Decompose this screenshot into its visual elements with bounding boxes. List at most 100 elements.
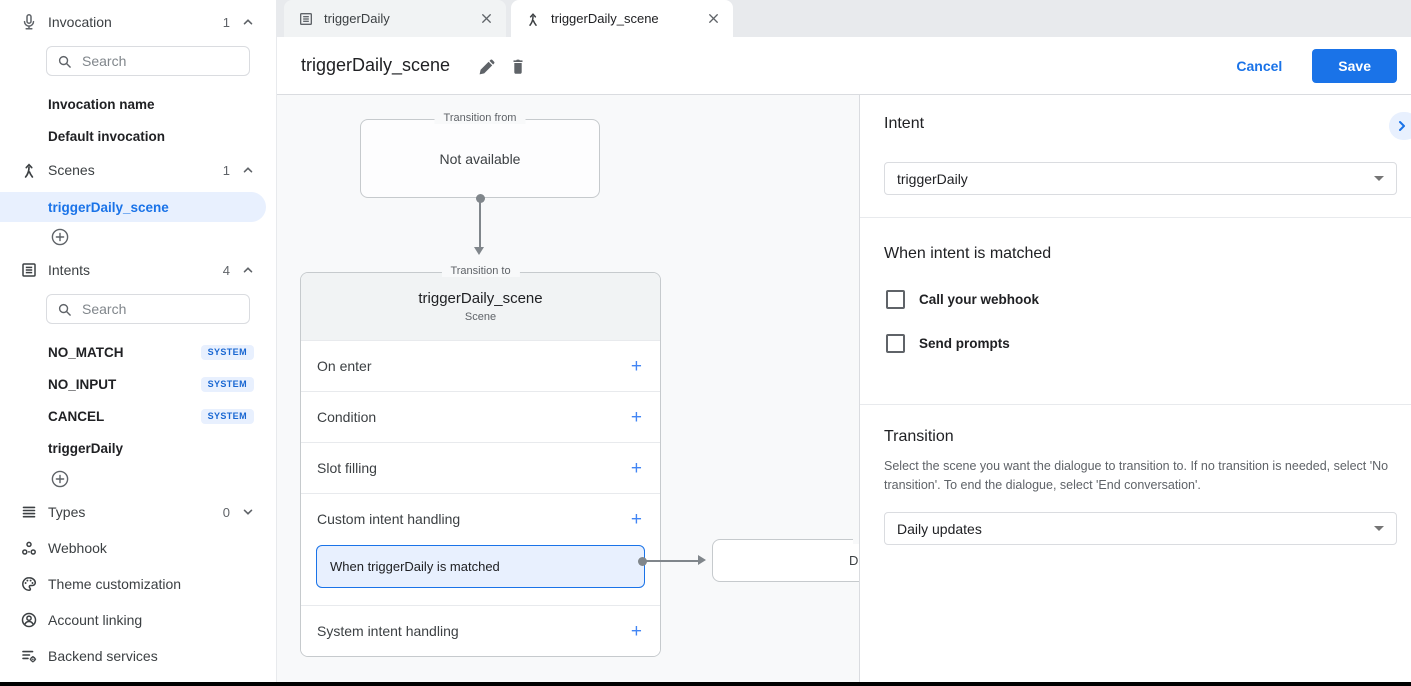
scene-row-slot-filling[interactable]: Slot filling + [301,442,660,493]
add-scene-button[interactable] [0,222,276,252]
search-icon [57,302,72,317]
connector-dot [476,194,485,203]
sidebar-item-triggerdaily-scene[interactable]: triggerDaily_scene [0,192,266,222]
call-webhook-checkbox[interactable] [886,290,905,309]
intent-heading: Intent [884,115,925,132]
sidebar-section-scenes[interactable]: Scenes 1 [0,152,276,188]
tab-triggerdaily-scene[interactable]: triggerDaily_scene [511,0,733,37]
scene-row-custom-intent-handling[interactable]: Custom intent handling + [301,493,660,544]
sidebar-item-theme-customization[interactable]: Theme customization [0,566,276,602]
transition-from-label: Transition from [434,112,526,124]
add-condition-button[interactable]: + [630,406,642,428]
intent-select-value: triggerDaily [897,170,968,187]
section-count: 0 [222,504,230,520]
scene-row-system-intent-handling[interactable]: System intent handling + [301,605,660,656]
sidebar-item-no-input[interactable]: NO_INPUT SYSTEM [0,368,276,400]
transition-select[interactable]: Daily updates [884,512,1397,545]
chevron-up-icon[interactable] [242,16,254,28]
section-label: Scenes [48,162,95,178]
chevron-up-icon[interactable] [242,164,254,176]
scene-node-header[interactable]: triggerDaily_scene Scene [301,273,660,340]
intents-icon [20,261,38,279]
delete-icon[interactable] [502,50,534,82]
edit-icon[interactable] [470,50,502,82]
search-field[interactable] [46,294,250,324]
row-label: Condition [317,409,377,425]
connector-line-horizontal [642,560,702,562]
flow-canvas[interactable]: Transition from Not available Transition… [277,95,859,682]
intent-detail-panel: Intent triggerDaily When intent is match… [859,95,1411,682]
transition-target-node[interactable]: Tr Dail [712,532,859,582]
sidebar-item-no-match[interactable]: NO_MATCH SYSTEM [0,336,276,368]
save-button[interactable]: Save [1312,48,1397,83]
item-label: NO_INPUT [48,376,117,392]
transition-heading: Transition [884,428,954,445]
send-prompts-option[interactable]: Send prompts [886,334,1010,353]
types-icon [20,503,38,521]
scene-row-on-enter[interactable]: On enter + [301,340,660,391]
transition-from-node: Transition from Not available [360,112,600,198]
sidebar-item-default-invocation[interactable]: Default invocation [0,120,276,152]
add-intent-button[interactable] [0,464,276,494]
dropdown-caret-icon [1374,526,1384,531]
chevron-down-icon[interactable] [242,506,254,518]
cancel-button[interactable]: Cancel [1236,57,1283,74]
add-custom-intent-button[interactable]: + [630,508,642,530]
collapse-panel-button[interactable] [1389,112,1411,140]
section-label: Invocation [48,14,112,30]
add-system-intent-button[interactable]: + [630,620,642,642]
item-label: Default invocation [48,128,166,144]
scene-node: Transition to triggerDaily_scene Scene O… [300,265,661,657]
connector-arrowhead-down [474,247,484,255]
sidebar-item-cancel[interactable]: CANCEL SYSTEM [0,400,276,432]
connector-arrowhead-right [698,555,706,565]
tab-label: triggerDaily [324,11,390,26]
search-field[interactable] [46,46,250,76]
intents-search-input[interactable] [80,300,239,318]
tab-label: triggerDaily_scene [551,11,659,26]
sidebar-item-triggerdaily[interactable]: triggerDaily [0,432,276,464]
add-slot-filling-button[interactable]: + [630,457,642,479]
item-label: NO_MATCH [48,344,124,360]
send-prompts-checkbox[interactable] [886,334,905,353]
transition-description: Select the scene you want the dialogue t… [884,459,1389,492]
sidebar-item-webhook[interactable]: Webhook [0,530,276,566]
checkbox-label: Call your webhook [919,292,1040,307]
sidebar-section-intents[interactable]: Intents 4 [0,252,276,288]
page-title: triggerDaily_scene [301,55,451,75]
webhook-icon [20,539,38,557]
scene-row-condition[interactable]: Condition + [301,391,660,442]
item-label: triggerDaily_scene [48,199,169,215]
panel-divider [860,404,1411,405]
row-label: Slot filling [317,460,377,476]
transition-to-label: Transition to [441,265,520,277]
intent-select[interactable]: triggerDaily [884,162,1397,195]
call-webhook-option[interactable]: Call your webhook [886,290,1039,309]
editor-main: Transition from Not available Transition… [277,95,1411,682]
sidebar-section-invocation[interactable]: Invocation 1 [0,4,276,40]
item-label: Invocation name [48,96,155,112]
sidebar-item-account-linking[interactable]: Account linking [0,602,276,638]
sidebar-item-invocation-name[interactable]: Invocation name [0,88,276,120]
invocation-search [46,46,250,76]
add-on-enter-button[interactable]: + [630,355,642,377]
close-icon[interactable] [706,11,721,26]
connector-line-vertical [479,198,481,248]
item-label: Account linking [48,612,143,628]
sidebar-section-types[interactable]: Types 0 [0,494,276,530]
close-icon[interactable] [479,11,494,26]
transition-from-text: Not available [439,150,521,167]
intent-tab-icon [298,11,314,27]
add-circle-icon [50,469,70,489]
tab-triggerdaily[interactable]: triggerDaily [284,0,506,37]
panel-divider [860,217,1411,218]
intent-handler-selected[interactable]: When triggerDaily is matched [316,545,645,588]
sidebar-item-backend-services[interactable]: Backend services [0,638,276,674]
section-count: 4 [222,262,230,278]
invocation-search-input[interactable] [80,52,239,70]
connector-dot [638,557,647,566]
handler-label: When triggerDaily is matched [330,559,500,574]
chevron-up-icon[interactable] [242,264,254,276]
